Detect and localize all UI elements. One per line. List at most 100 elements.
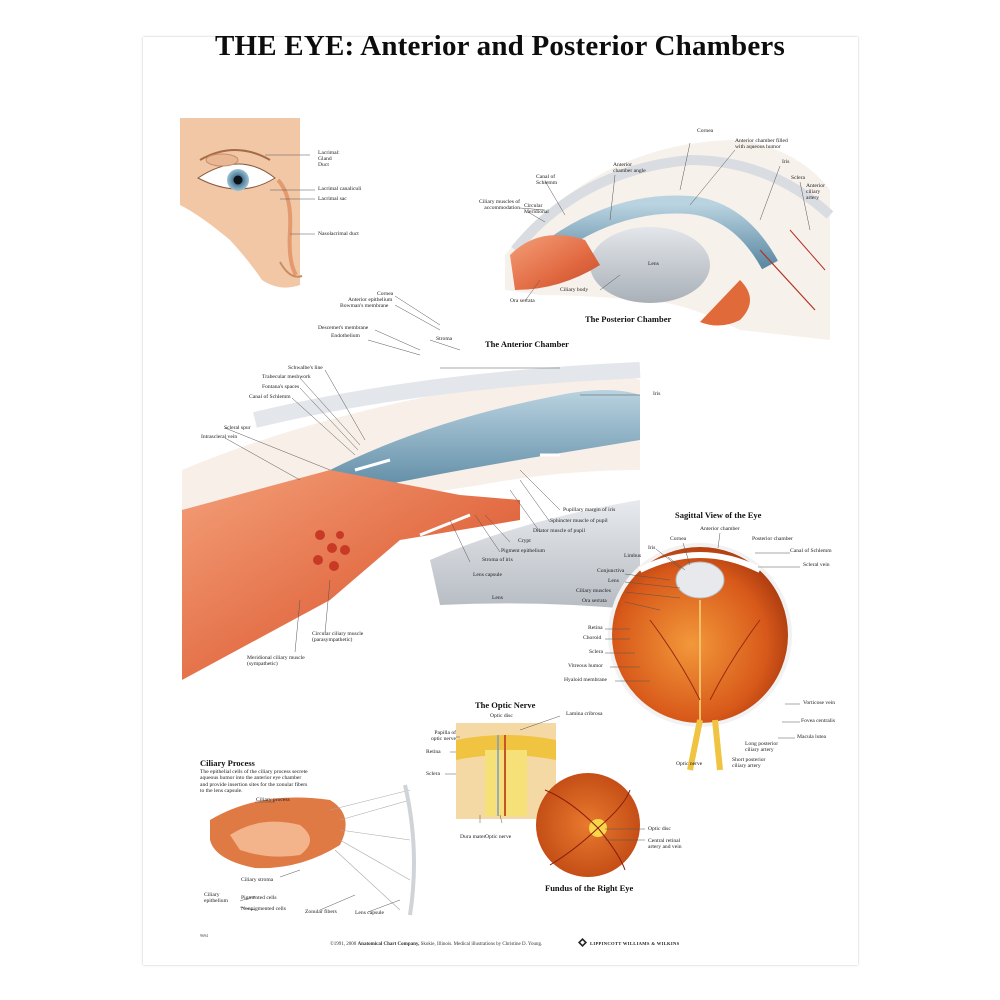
label-ciliary-muscles-accommodation: Ciliary muscles of accommodation — [478, 199, 520, 212]
label-s-vorticose-vein: Vorticose vein — [803, 700, 836, 706]
label-s-ciliary-muscles: Ciliary muscles — [576, 588, 611, 594]
label-lens-top: Lens — [648, 261, 659, 267]
label-schwalbes-line: Schwalbe's line — [288, 365, 323, 371]
chart-code: 9694 — [200, 933, 208, 938]
anterior-chamber-heading: The Anterior Chamber — [485, 339, 569, 349]
label-c-nonpigmented-cells: Nonpigmented cells — [241, 906, 286, 912]
label-c-ciliary-stroma: Ciliary stroma — [241, 877, 274, 883]
ciliary-process-illustration — [210, 784, 416, 916]
label-dilator-muscle: Dilator muscle of pupil — [533, 528, 586, 534]
label-anterior-epithelium: Anterior epithelium — [348, 297, 393, 303]
label-s-canal-schlemm: Canal of Schlemm — [790, 548, 832, 554]
label-circular-meridional: Circular Meridional — [524, 203, 549, 216]
label-anterior-chamber-angle: Anterior chamber angle — [613, 162, 646, 175]
label-f-optic-disc: Optic disc — [648, 826, 671, 832]
label-s-ora-serrata: Ora serrata — [582, 598, 607, 604]
label-c-lens-capsule: Lens capsule — [355, 910, 385, 916]
label-anterior-chamber-filled: Anterior chamber filled with aqueous hum… — [735, 138, 788, 151]
label-c-ciliary-process: Ciliary process — [256, 797, 290, 803]
label-s-hyaloid-membrane: Hyaloid membrane — [564, 677, 608, 683]
publisher-logo-icon — [578, 938, 587, 947]
label-c-zonular-fibers: Zonular fibers — [305, 909, 337, 915]
label-ciliary-body: Ciliary body — [560, 287, 589, 293]
copyright-rest: Skokie, Illinois. Medical illustrations … — [419, 942, 543, 947]
label-cornea-top: Cornea — [697, 128, 714, 134]
label-f-central-retinal: Central retinal artery and vein — [648, 838, 682, 851]
sagittal-view-heading: Sagittal View of the Eye — [675, 510, 762, 520]
label-s-macula-lutea: Macula lutea — [797, 734, 827, 740]
label-s-conjunctiva: Conjunctiva — [597, 568, 625, 574]
leader-lines — [224, 142, 811, 913]
label-s-retina: Retina — [588, 625, 603, 631]
publisher-name: LIPPINCOTT WILLIAMS & WILKINS — [590, 941, 680, 946]
label-stroma-iris: Stroma of iris — [482, 557, 513, 563]
label-lens-capsule-mid: Lens capsule — [473, 572, 503, 578]
face-lacrimal-illustration — [180, 118, 303, 288]
label-s-scleral-vein: Scleral vein — [803, 562, 830, 568]
label-s-fovea-centralis: Fovea centralis — [801, 718, 836, 724]
label-meridional-ciliary-muscle: Meridional ciliary muscle (sympathetic) — [247, 655, 305, 668]
label-canal-schlemm-top: Canal of Schlemm — [536, 174, 558, 187]
label-descemets-membrane: Descemet's membrane — [318, 325, 369, 331]
label-sphincter-muscle: Sphincter muscle of pupil — [550, 518, 608, 524]
label-circular-ciliary-muscle: Circular ciliary muscle (parasympathetic… — [312, 631, 364, 644]
label-c-ciliary-epithelium: Ciliary epithelium — [204, 892, 228, 905]
label-s-short-posterior: Short posterior ciliary artery — [732, 757, 766, 770]
label-endothelium: Endothelium — [331, 333, 360, 339]
label-s-cornea: Cornea — [670, 536, 687, 542]
label-o-optic-disc: Optic disc — [490, 713, 513, 719]
anterior-chamber-illustration — [182, 362, 641, 680]
label-nasolacrimal-duct: Nasolacrimal duct — [318, 231, 359, 237]
label-o-lamina-cribrosa: Lamina cribrosa — [566, 711, 603, 717]
fundus-illustration — [536, 773, 640, 877]
label-s-sclera: Sclera — [589, 649, 603, 655]
copyright-footer: ©1991, 2000 Anatomical Chart Company, Sk… — [330, 942, 542, 947]
label-lacrimal: Lacrimal: Gland Duct — [318, 150, 340, 169]
label-iris-mid: Iris — [653, 391, 661, 397]
label-o-dura-mater: Dura mater — [460, 834, 486, 840]
label-pigment-epithelium: Pigment epithelium — [501, 548, 545, 554]
label-s-long-posterior: Long posterior ciliary artery — [745, 741, 779, 754]
optic-nerve-illustration — [456, 723, 556, 819]
label-bowmans-membrane: Bowman's membrane — [340, 303, 389, 309]
label-s-limbus: Limbus — [624, 553, 642, 559]
label-trabecular-meshwork: Trabecular meshwork — [262, 374, 311, 380]
copyright-company: Anatomical Chart Company, — [357, 942, 420, 947]
label-stroma: Stroma — [436, 336, 453, 342]
label-o-papilla: Papilla of optic nerve — [430, 730, 456, 743]
label-lacrimal-canaliculi: Lacrimal canaliculi — [318, 186, 362, 192]
ciliary-process-heading: Ciliary Process — [200, 758, 255, 768]
label-s-lens: Lens — [608, 578, 619, 584]
copyright-year: ©1991, 2000 — [330, 942, 357, 947]
label-iris-top: Iris — [782, 159, 790, 165]
label-pupillary-margin: Pupillary margin of iris — [563, 507, 616, 513]
label-s-anterior-chamber: Anterior chamber — [700, 526, 740, 532]
posterior-chamber-illustration — [505, 140, 834, 340]
optic-nerve-heading: The Optic Nerve — [475, 700, 536, 710]
label-fontanas-spaces: Fontana's spaces — [262, 384, 300, 390]
label-crypt: Crypt — [518, 538, 531, 544]
label-canal-schlemm-mid: Canal of Schlemm — [249, 394, 291, 400]
label-s-optic-nerve: Optic nerve — [676, 761, 703, 767]
label-s-vitreous-humor: Vitreous humor — [568, 663, 603, 669]
label-scleral-spur: Scleral spur — [224, 425, 251, 431]
label-o-retina: Retina — [426, 749, 441, 755]
label-s-iris: Iris — [648, 545, 656, 551]
label-ora-serrata-top: Ora serrata — [510, 298, 535, 304]
label-lens-mid: Lens — [492, 595, 503, 601]
label-cornea-mid: Cornea — [377, 291, 394, 297]
label-o-optic-nerve: Optic nerve — [485, 834, 512, 840]
posterior-chamber-heading: The Posterior Chamber — [585, 314, 672, 324]
label-s-choroid: Choroid — [583, 635, 602, 641]
label-sclera-top: Sclera — [791, 175, 805, 181]
ciliary-process-description: The epithelial cells of the ciliary proc… — [200, 769, 308, 795]
label-c-pigmented-cells: Pigmented cells — [241, 895, 277, 901]
label-lacrimal-sac: Lacrimal sac — [318, 196, 347, 202]
label-s-posterior-chamber: Posterior chamber — [752, 536, 793, 542]
label-anterior-ciliary-artery: Anterior ciliary artery — [806, 183, 825, 202]
poster-title: THE EYE: Anterior and Posterior Chambers — [214, 30, 785, 62]
label-o-sclera: Sclera — [426, 771, 440, 777]
label-intrascleral-vein: Intrascleral vein — [201, 434, 238, 440]
fundus-heading: Fundus of the Right Eye — [545, 883, 634, 893]
